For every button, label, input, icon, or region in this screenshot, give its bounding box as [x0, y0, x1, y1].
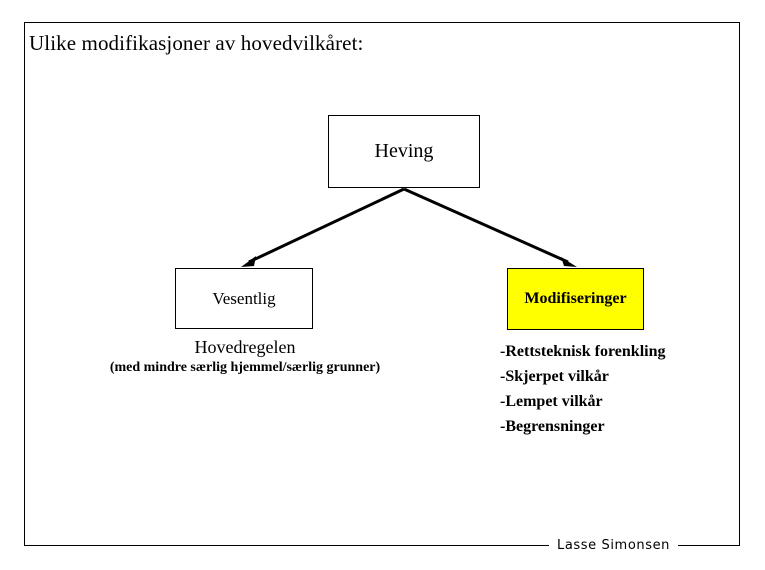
- node-box-heving[interactable]: Heving: [328, 115, 480, 188]
- node-box-modifiseringer[interactable]: Modifiseringer: [507, 268, 644, 330]
- list-item: -Begrensninger: [500, 418, 605, 435]
- node-label-modifiseringer: Modifiseringer: [524, 290, 627, 307]
- node-label-vesentlig: Vesentlig: [212, 288, 276, 308]
- list-item: -Skjerpet vilkår: [500, 368, 609, 385]
- slide-frame-border: [24, 22, 740, 546]
- list-item: -Rettsteknisk forenkling: [500, 343, 666, 360]
- node-label-heving: Heving: [374, 140, 434, 162]
- footer-author-credit: Lasse Simonsen: [549, 536, 679, 555]
- caption-hovedregelen-note: (med mindre særlig hjemmel/særlig grunne…: [109, 360, 381, 375]
- node-box-vesentlig[interactable]: Vesentlig: [175, 268, 313, 329]
- caption-block-vesentlig: Hovedregelen (med mindre særlig hjemmel/…: [60, 336, 430, 378]
- page-title: Ulike modifikasjoner av hovedvilkåret:: [29, 31, 364, 55]
- caption-hovedregelen: Hovedregelen: [194, 337, 296, 357]
- bullet-list-modifiseringer: -Rettsteknisk forenkling -Skjerpet vilkå…: [500, 339, 740, 439]
- list-item: -Lempet vilkår: [500, 393, 603, 410]
